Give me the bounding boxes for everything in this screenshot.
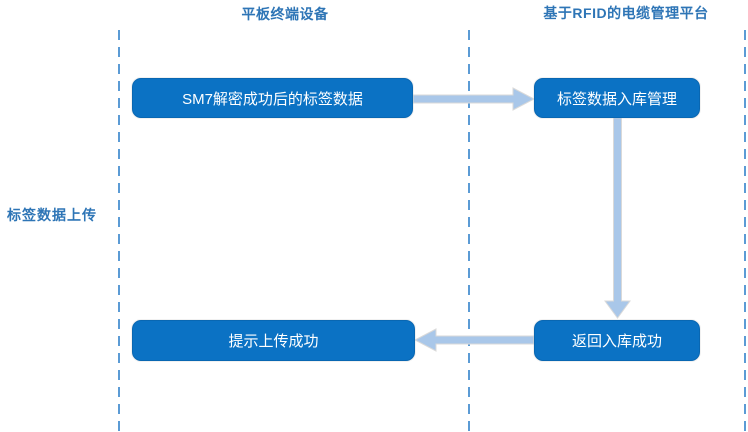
lane-header-rfid-platform: 基于RFID的电缆管理平台 — [543, 5, 709, 21]
node-return-store-success-label: 返回入库成功 — [571, 333, 662, 350]
node-upload-success-tip-label: 提示上传成功 — [228, 333, 319, 350]
node-tag-data-warehouse-label: 标签数据入库管理 — [556, 90, 677, 108]
node-tag-data-warehouse: 标签数据入库管理 — [534, 78, 700, 118]
arrow-down-warehouse-to-return-icon — [604, 116, 631, 319]
node-sm7-decrypted-data-label: SM7解密成功后的标签数据 — [182, 90, 363, 108]
lane-header-tablet-terminal: 平板终端设备 — [241, 6, 329, 22]
node-upload-success-tip: 提示上传成功 — [132, 320, 415, 361]
arrow-left-return-to-tip-icon — [413, 328, 535, 352]
phase-label-tag-data-upload: 标签数据上传 — [7, 207, 97, 223]
node-return-store-success: 返回入库成功 — [534, 320, 700, 361]
node-sm7-decrypted-data: SM7解密成功后的标签数据 — [132, 78, 413, 118]
arrow-right-upload-to-warehouse-icon — [412, 87, 536, 111]
